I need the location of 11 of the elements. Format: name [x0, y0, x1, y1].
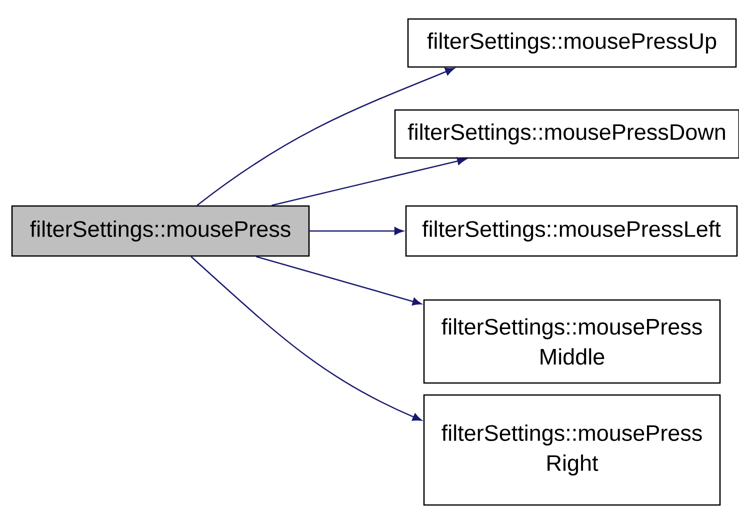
- arrow: [256, 256, 422, 306]
- function-box: filterSettings::mousePressDown: [394, 109, 739, 159]
- arrow: [196, 68, 454, 206]
- function-box: filterSettings::mousePress Middle: [423, 299, 721, 384]
- function-box: filterSettings::mousePressLeft: [405, 205, 738, 257]
- function-box: filterSettings::mousePressUp: [407, 18, 737, 68]
- arrow: [272, 157, 466, 206]
- function-box: filterSettings::mousePress Right: [423, 394, 721, 506]
- arrow: [190, 256, 422, 421]
- arrow: [310, 227, 404, 235]
- function-box: filterSettings::mousePress: [11, 205, 310, 257]
